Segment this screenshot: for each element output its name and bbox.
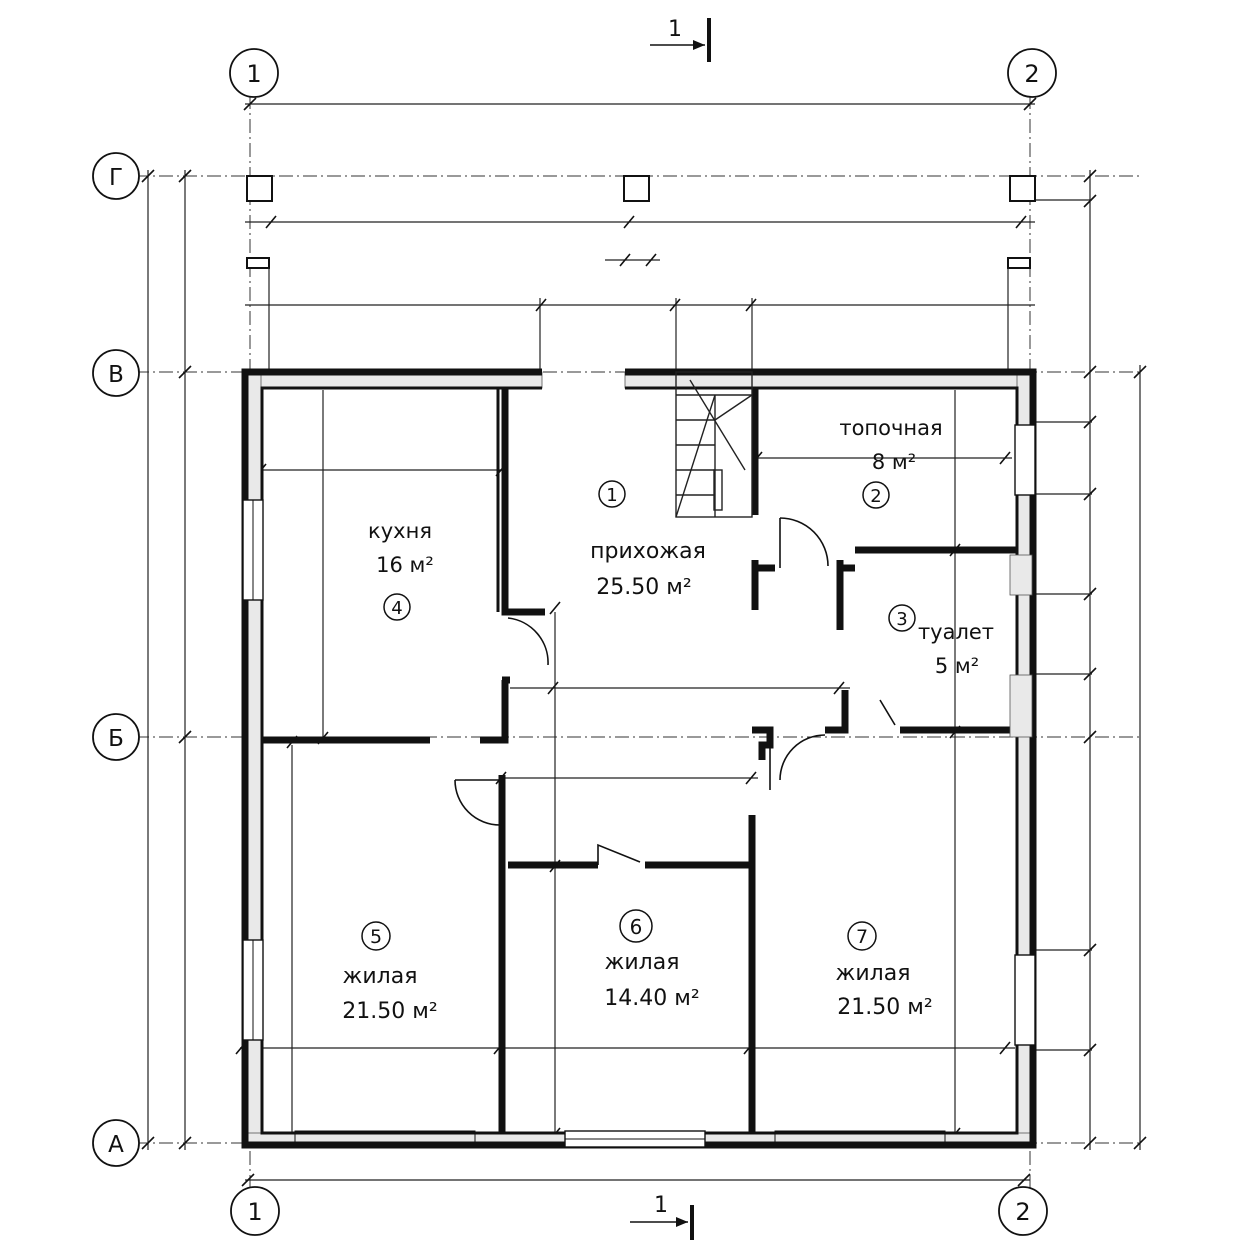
windows <box>242 424 1036 1148</box>
room-7-name: жилая <box>836 961 911 986</box>
room-5-living: 5 жилая 21.50 м² <box>342 921 438 1024</box>
room-2-area: 8 м² <box>872 450 916 474</box>
axis-b-label: Б <box>108 726 124 752</box>
section-mark-top: 1 <box>650 17 711 62</box>
room-5-number: 5 <box>370 926 382 948</box>
room-7-number: 7 <box>856 926 868 948</box>
axis-bubble-v: В <box>92 349 140 397</box>
axis-bubble-2-top: 2 <box>1007 48 1057 98</box>
section-mark-top-label: 1 <box>668 17 682 42</box>
axis-a-label: А <box>108 1132 124 1158</box>
section-mark-bottom-label: 1 <box>654 1193 668 1218</box>
axis-bubble-g: Г <box>92 152 140 200</box>
exterior-walls <box>241 368 1037 1149</box>
axis-2-bottom-label: 2 <box>1015 1198 1030 1226</box>
room-6-name: жилая <box>605 950 680 975</box>
axis-v-label: В <box>108 362 124 388</box>
stairs <box>675 371 753 518</box>
room-3-number: 3 <box>896 609 907 630</box>
axis-g-label: Г <box>109 165 123 191</box>
room-4-name: кухня <box>368 519 432 543</box>
axis-1-top-label: 1 <box>246 60 261 88</box>
room-2-furnace-room: топочная 8 м² 2 <box>839 416 943 509</box>
room-5-area: 21.50 м² <box>342 999 437 1024</box>
doors <box>454 517 896 865</box>
axis-bubble-1-top: 1 <box>229 48 279 98</box>
room-7-living: 7 жилая 21.50 м² <box>836 921 933 1020</box>
dimension-lines <box>141 97 1147 1187</box>
room-6-living: 6 жилая 14.40 м² <box>604 909 700 1011</box>
room-4-area: 16 м² <box>376 553 434 577</box>
axis-bubble-2-bottom: 2 <box>998 1186 1048 1236</box>
room-3-area: 5 м² <box>935 654 979 678</box>
room-5-name: жилая <box>343 964 418 989</box>
axis-bubble-b: Б <box>92 713 140 761</box>
room-7-area: 21.50 м² <box>837 995 932 1020</box>
axis-2-top-label: 2 <box>1024 60 1039 88</box>
room-1-hallway: 1 прихожая 25.50 м² <box>590 480 706 600</box>
porch-columns <box>246 175 1036 372</box>
section-mark-bottom: 1 <box>630 1193 694 1240</box>
room-2-name: топочная <box>839 416 942 440</box>
room-3-name: туалет <box>918 620 994 644</box>
room-4-number: 4 <box>391 598 402 619</box>
room-1-name: прихожая <box>590 539 706 564</box>
room-3-toilet: 3 туалет 5 м² <box>888 604 994 678</box>
room-6-number: 6 <box>630 915 643 939</box>
room-2-number: 2 <box>870 486 881 507</box>
interior-walls <box>262 388 1033 1133</box>
axis-bubble-a: А <box>92 1119 140 1167</box>
room-4-kitchen: кухня 16 м² 4 <box>368 519 434 621</box>
axis-bubble-1-bottom: 1 <box>230 1186 280 1236</box>
room-1-area: 25.50 м² <box>596 575 691 600</box>
room-1-number: 1 <box>606 485 617 506</box>
room-6-area: 14.40 м² <box>604 986 699 1011</box>
axis-1-bottom-label: 1 <box>247 1198 262 1226</box>
